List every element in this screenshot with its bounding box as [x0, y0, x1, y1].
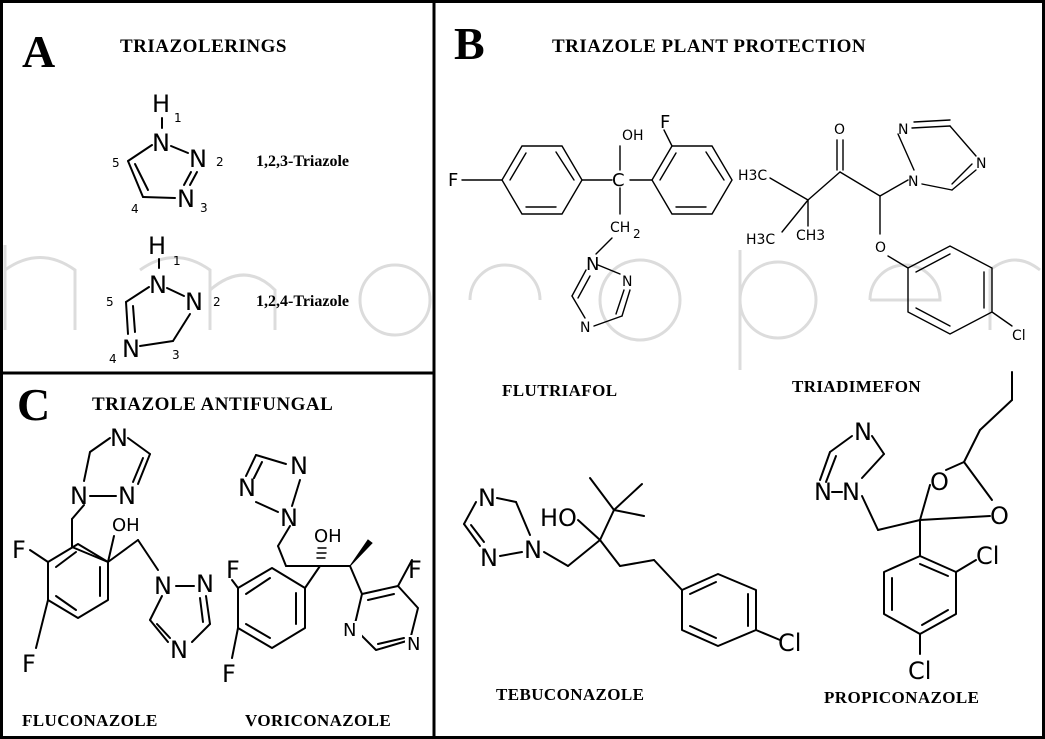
triazole-123-name: 1,2,3-Triazole: [256, 153, 349, 170]
atom-n: N: [154, 572, 172, 600]
atom-ho: HO: [540, 504, 577, 532]
atom-n: N: [407, 634, 420, 655]
atom-n: N: [478, 484, 496, 512]
panel-a: A TRIAZOLERINGS H 1 N N N 5 2 3 4 1,2,3-…: [22, 26, 349, 366]
atom-n: N: [908, 174, 918, 190]
position-5: 5: [112, 156, 120, 170]
atom-ch2: CH: [610, 220, 630, 236]
atom-n: N: [238, 474, 256, 502]
atom-n2: N: [189, 145, 207, 173]
subscript-2: 2: [633, 227, 641, 241]
position-1: 1: [174, 111, 182, 125]
voriconazole-structure: N N N OH F: [222, 452, 425, 688]
panel-c-letter: C: [17, 379, 50, 430]
atom-f: F: [222, 660, 236, 688]
atom-n: N: [898, 122, 908, 138]
position-3: 3: [172, 348, 180, 362]
panel-a-title: TRIAZOLERINGS: [120, 36, 287, 57]
atom-cl: Cl: [1012, 328, 1026, 344]
atom-n: N: [524, 536, 542, 564]
atom-f: F: [22, 650, 36, 678]
atom-n: N: [196, 570, 214, 598]
fluconazole-label: FLUCONAZOLE: [22, 711, 158, 730]
flutriafol-label: FLUTRIAFOL: [502, 381, 617, 400]
atom-h: H: [148, 232, 166, 260]
flutriafol-structure: F C OH F CH 2 N N N: [448, 112, 733, 336]
triadimefon-structure: O H3C H3C CH3 N N N O: [738, 119, 1026, 344]
triadimefon-label: TRIADIMEFON: [792, 377, 921, 396]
atom-f: F: [226, 556, 240, 584]
atom-o: O: [875, 240, 886, 256]
atom-n: N: [622, 274, 632, 290]
atom-n: N: [110, 424, 128, 452]
atom-h3c: H3C: [738, 168, 767, 184]
atom-n: N: [170, 636, 188, 664]
atom-ch3: CH3: [796, 228, 825, 244]
position-5: 5: [106, 295, 114, 309]
propiconazole-structure: O O N N N Cl Cl: [814, 371, 1013, 685]
atom-n: N: [586, 254, 599, 275]
triazole-124-name: 1,2,4-Triazole: [256, 293, 349, 310]
atom-n4: N: [122, 335, 140, 363]
atom-n: N: [280, 504, 298, 532]
tebuconazole-structure: N N N HO Cl: [463, 477, 801, 657]
atom-oh: OH: [112, 515, 140, 536]
panel-a-letter: A: [22, 26, 55, 77]
atom-n: N: [343, 620, 356, 641]
watermark: [3, 245, 1041, 370]
atom-n: N: [290, 452, 308, 480]
tebuconazole-label: TEBUCONAZOLE: [496, 685, 644, 704]
triazole-124-structure: H 1 N N N 5 2 3 4: [106, 232, 221, 366]
atom-oh: OH: [622, 128, 644, 144]
position-1: 1: [173, 254, 181, 268]
panel-b: B TRIAZOLE PLANT PROTECTION F C OH F CH …: [448, 18, 1026, 707]
atom-n1: N: [152, 129, 170, 157]
voriconazole-label: VORICONAZOLE: [245, 711, 391, 730]
atom-h3c: H3C: [746, 232, 775, 248]
atom-n2: N: [185, 288, 203, 316]
atom-o: O: [990, 502, 1009, 530]
atom-f: F: [408, 556, 422, 584]
atom-h: H: [152, 90, 170, 118]
panel-c: C TRIAZOLE ANTIFUNGAL N N N OH: [12, 379, 425, 730]
atom-f: F: [12, 536, 26, 564]
position-3: 3: [200, 201, 208, 215]
atom-n: N: [580, 320, 590, 336]
atom-cl: Cl: [976, 542, 999, 570]
position-4: 4: [131, 202, 139, 216]
atom-n3: N: [177, 185, 195, 213]
panel-b-title: TRIAZOLE PLANT PROTECTION: [552, 36, 866, 57]
atom-o: O: [834, 122, 845, 138]
atom-n: N: [854, 418, 872, 446]
position-4: 4: [109, 352, 117, 366]
atom-o: O: [930, 468, 949, 496]
atom-f: F: [448, 170, 458, 191]
triazole-123-structure: H 1 N N N 5 2 3 4: [112, 90, 224, 216]
atom-n: N: [976, 156, 986, 172]
position-2: 2: [216, 155, 224, 169]
atom-n: N: [814, 478, 832, 506]
atom-cl: Cl: [908, 657, 931, 685]
atom-oh: OH: [314, 526, 342, 547]
atom-n: N: [480, 544, 498, 572]
atom-n: N: [842, 478, 860, 506]
atom-f: F: [660, 112, 670, 133]
atom-n: N: [70, 482, 88, 510]
panel-c-title: TRIAZOLE ANTIFUNGAL: [92, 394, 333, 415]
atom-cl: Cl: [778, 629, 801, 657]
atom-n1: N: [149, 271, 167, 299]
propiconazole-label: PROPICONAZOLE: [824, 688, 979, 707]
atom-c: C: [612, 170, 625, 191]
position-2: 2: [213, 295, 221, 309]
panel-b-letter: B: [454, 18, 485, 69]
atom-n: N: [118, 482, 136, 510]
fluconazole-structure: N N N OH F F N: [12, 424, 214, 678]
